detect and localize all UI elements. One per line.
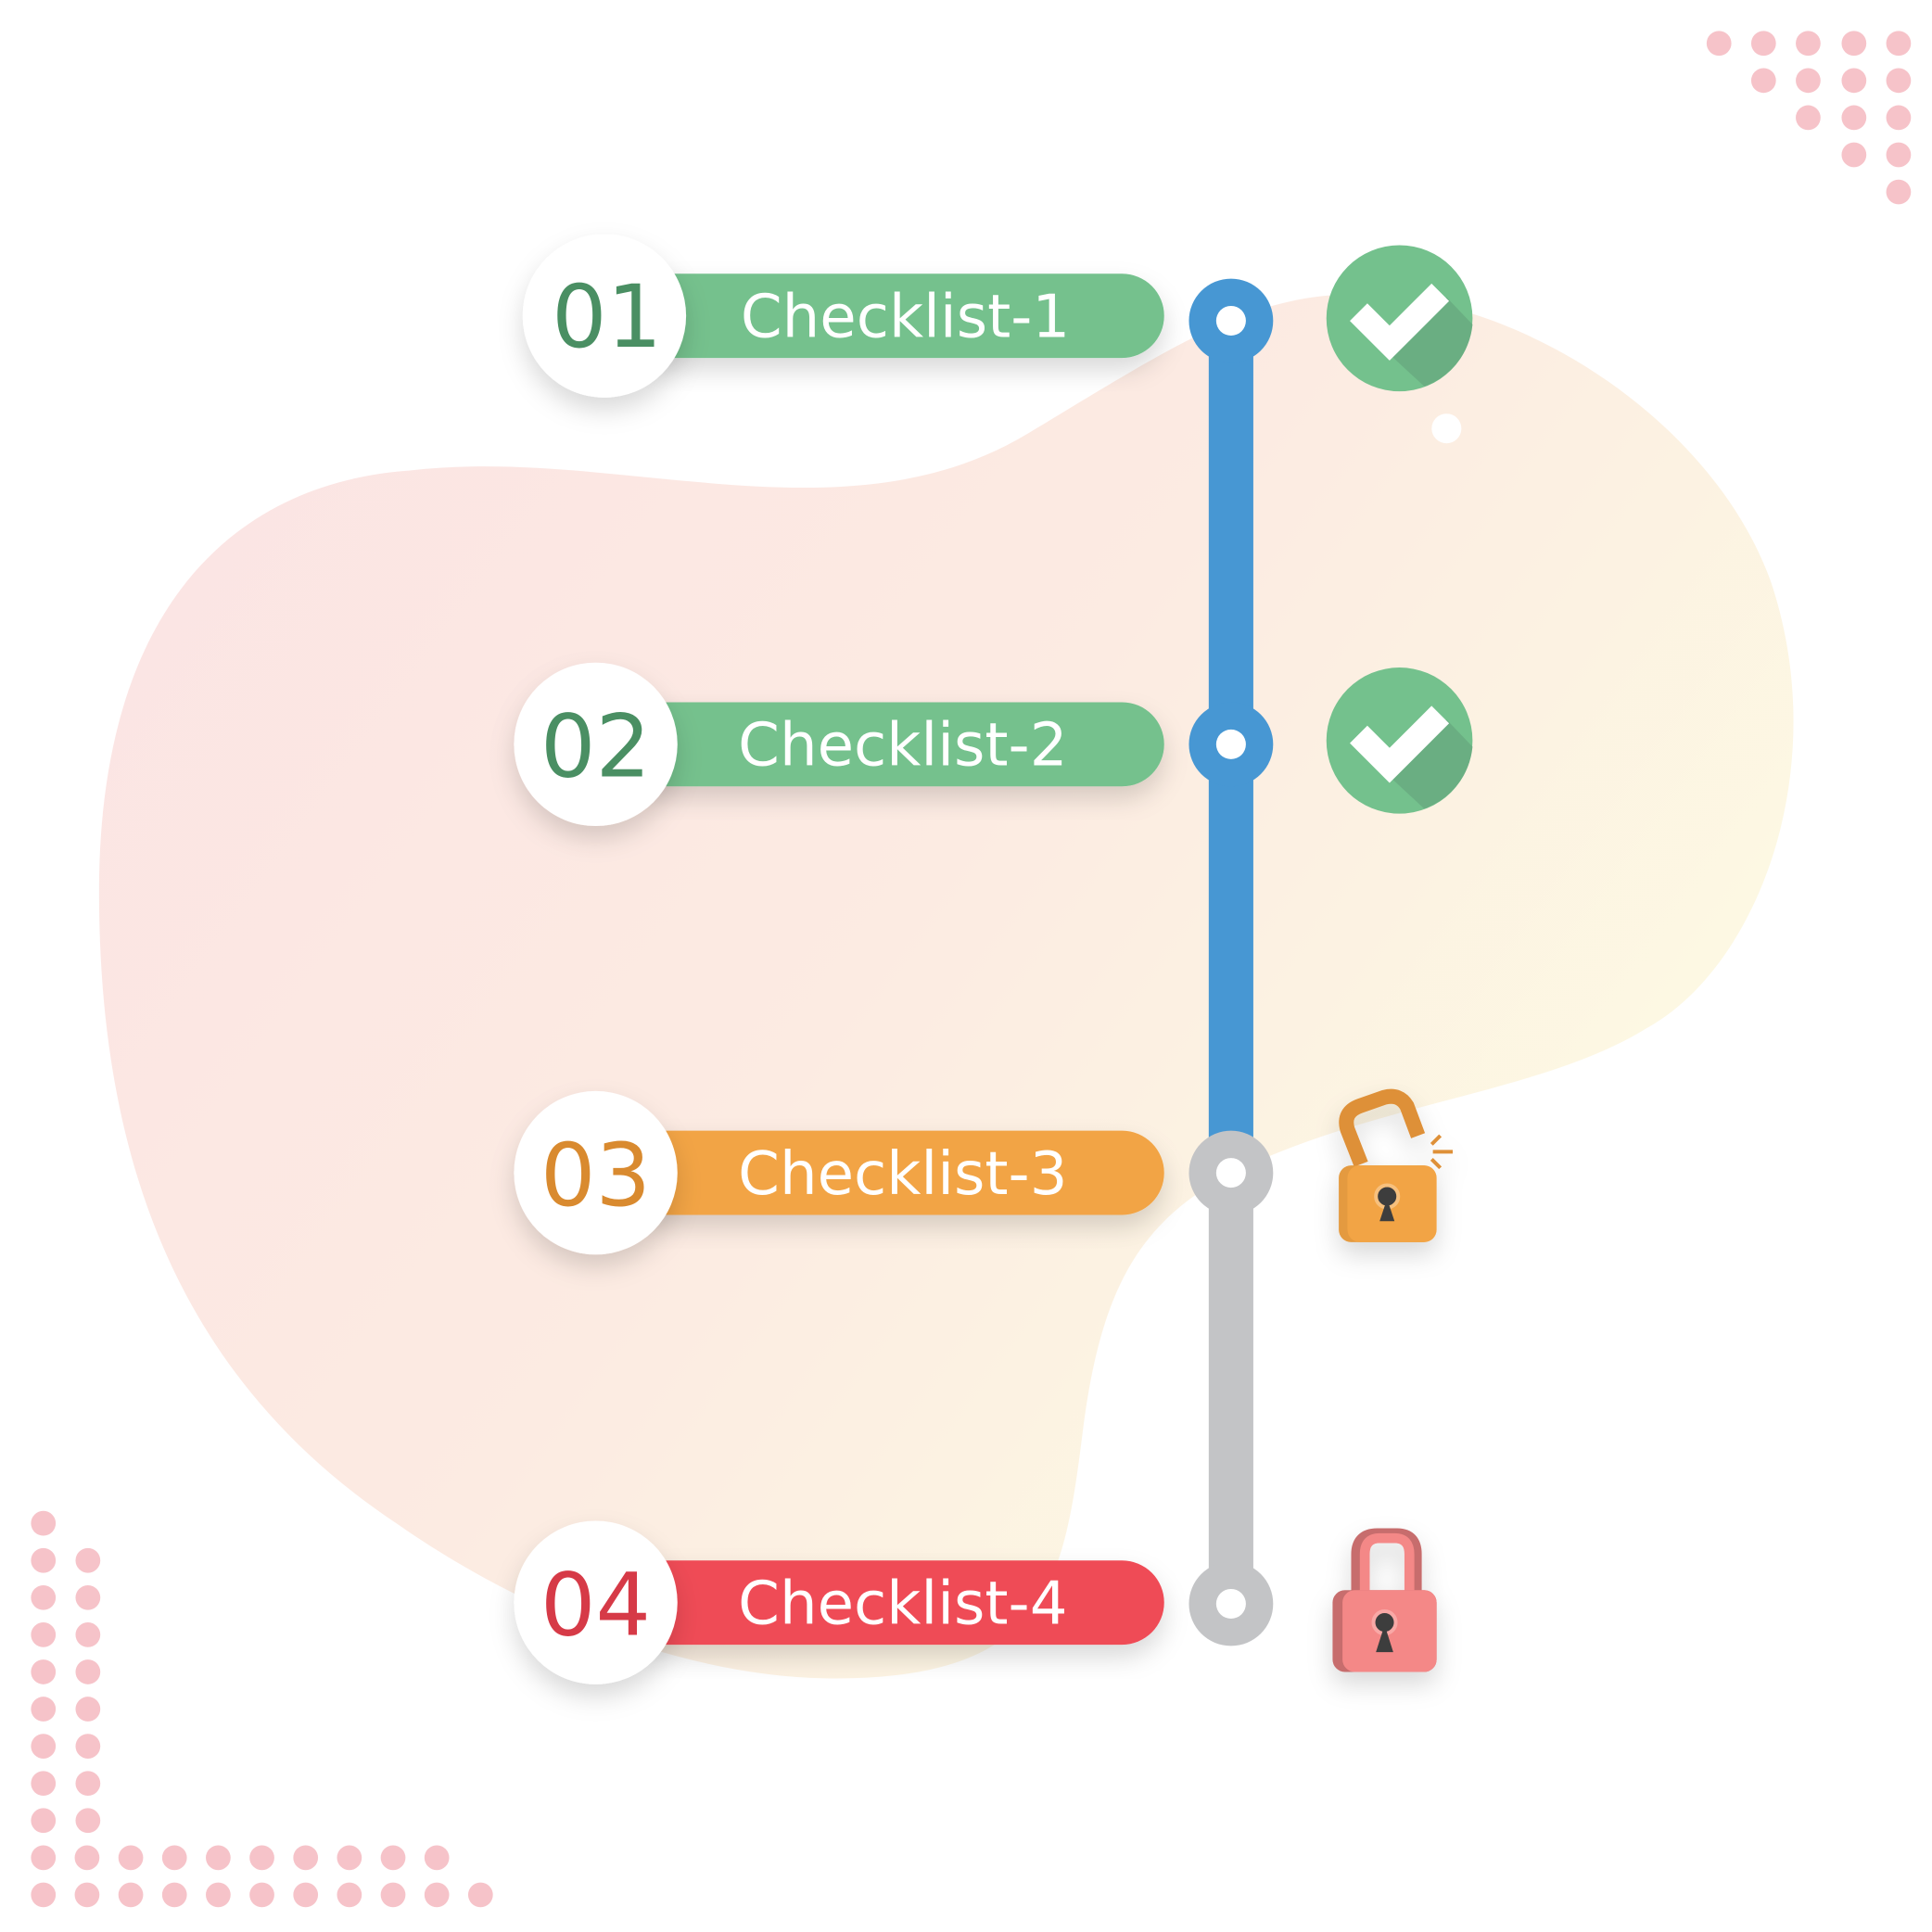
decorative-dot xyxy=(74,1882,100,1908)
decorative-dot xyxy=(31,1845,57,1871)
decorative-dot xyxy=(74,1845,100,1871)
step-number: 01 xyxy=(552,267,662,368)
dot-pattern-bottom-left xyxy=(31,1510,493,1908)
background-blob xyxy=(98,294,1794,1679)
decorative-dot xyxy=(31,1584,57,1610)
decorative-dot xyxy=(31,1697,57,1722)
check-icon xyxy=(1326,245,1473,392)
decorative-dot xyxy=(161,1882,187,1908)
decorative-dot xyxy=(75,1771,101,1797)
decorative-dot xyxy=(424,1845,450,1871)
decorative-dot xyxy=(31,1734,57,1759)
decorative-dot xyxy=(75,1697,101,1722)
decorative-dot xyxy=(75,1808,101,1834)
step-number-badge xyxy=(514,1520,678,1684)
locked-padlock-icon xyxy=(1332,1528,1437,1672)
timeline-pending-line xyxy=(1208,1151,1253,1604)
decorative-dot xyxy=(206,1882,231,1908)
step-number-badge xyxy=(522,234,687,398)
decorative-dot xyxy=(31,1771,57,1797)
decorative-dot xyxy=(1706,31,1732,57)
step-label: Checklist-3 xyxy=(738,1139,1067,1209)
decorative-dot xyxy=(161,1845,187,1871)
decorative-dot xyxy=(1750,31,1776,57)
decorative-dot xyxy=(31,1882,57,1908)
decorative-dot xyxy=(1886,142,1912,168)
decorative-dot xyxy=(424,1882,450,1908)
decorative-dot xyxy=(31,1547,57,1573)
step-label: Checklist-1 xyxy=(741,282,1070,351)
decorative-dot xyxy=(118,1882,144,1908)
step-number: 04 xyxy=(540,1555,651,1656)
decorative-dot xyxy=(1431,413,1462,444)
decorative-dot xyxy=(75,1734,101,1759)
decorative-dot xyxy=(293,1845,319,1871)
decorative-dot xyxy=(31,1622,57,1647)
decorative-dot xyxy=(1796,31,1821,57)
step-pill xyxy=(625,702,1164,787)
checklist-step-4[interactable]: Checklist-4 04 xyxy=(514,1520,1164,1684)
decorative-dot xyxy=(118,1845,144,1871)
decorative-dot xyxy=(75,1622,101,1647)
timeline-node-4 xyxy=(1188,1561,1274,1646)
decorative-dot xyxy=(1886,31,1912,57)
decorative-dot xyxy=(337,1882,362,1908)
decorative-dot xyxy=(1841,142,1867,168)
decorative-dot xyxy=(467,1882,493,1908)
decorative-dot xyxy=(380,1882,406,1908)
step-number: 02 xyxy=(540,697,651,798)
decorative-dot xyxy=(75,1659,101,1684)
decorative-dot xyxy=(1750,68,1776,94)
decorative-dot xyxy=(1841,105,1867,131)
timeline-node-1 xyxy=(1188,278,1274,363)
timeline-node-2 xyxy=(1188,702,1274,787)
step-pill xyxy=(625,1560,1164,1646)
step-number: 03 xyxy=(540,1125,651,1227)
check-icon xyxy=(1326,667,1473,814)
decorative-dot xyxy=(249,1845,274,1871)
step-number-badge xyxy=(514,662,678,827)
decorative-dot xyxy=(1796,68,1821,94)
decorative-dot xyxy=(206,1845,231,1871)
decorative-dot xyxy=(1796,105,1821,131)
checklist-step-1[interactable]: Checklist-1 01 xyxy=(522,234,1164,398)
decorative-dot xyxy=(1841,31,1867,57)
step-label: Checklist-4 xyxy=(738,1569,1067,1638)
decorative-dot xyxy=(31,1808,57,1834)
unlocked-padlock-icon xyxy=(1339,1088,1454,1242)
timeline-node-3 xyxy=(1188,1130,1274,1215)
decorative-dot xyxy=(1886,105,1912,131)
decorative-dot xyxy=(337,1845,362,1871)
decorative-dot xyxy=(249,1882,274,1908)
step-pill xyxy=(625,1130,1164,1215)
step-number-badge xyxy=(514,1090,678,1255)
decorative-dot xyxy=(75,1584,101,1610)
decorative-dot xyxy=(1886,179,1912,205)
decorative-dot xyxy=(293,1882,319,1908)
decorative-dot xyxy=(31,1659,57,1684)
decorative-dot xyxy=(380,1845,406,1871)
decorative-dot xyxy=(31,1510,57,1536)
step-pill xyxy=(631,273,1164,359)
checklist-step-2[interactable]: Checklist-2 02 xyxy=(514,662,1164,827)
dot-pattern-top-right xyxy=(1706,31,1912,205)
decorative-dot xyxy=(1841,68,1867,94)
decorative-dot xyxy=(1886,68,1912,94)
decorative-dot xyxy=(75,1547,101,1573)
checklist-step-3[interactable]: Checklist-3 03 xyxy=(514,1090,1164,1255)
step-label: Checklist-2 xyxy=(738,711,1067,781)
